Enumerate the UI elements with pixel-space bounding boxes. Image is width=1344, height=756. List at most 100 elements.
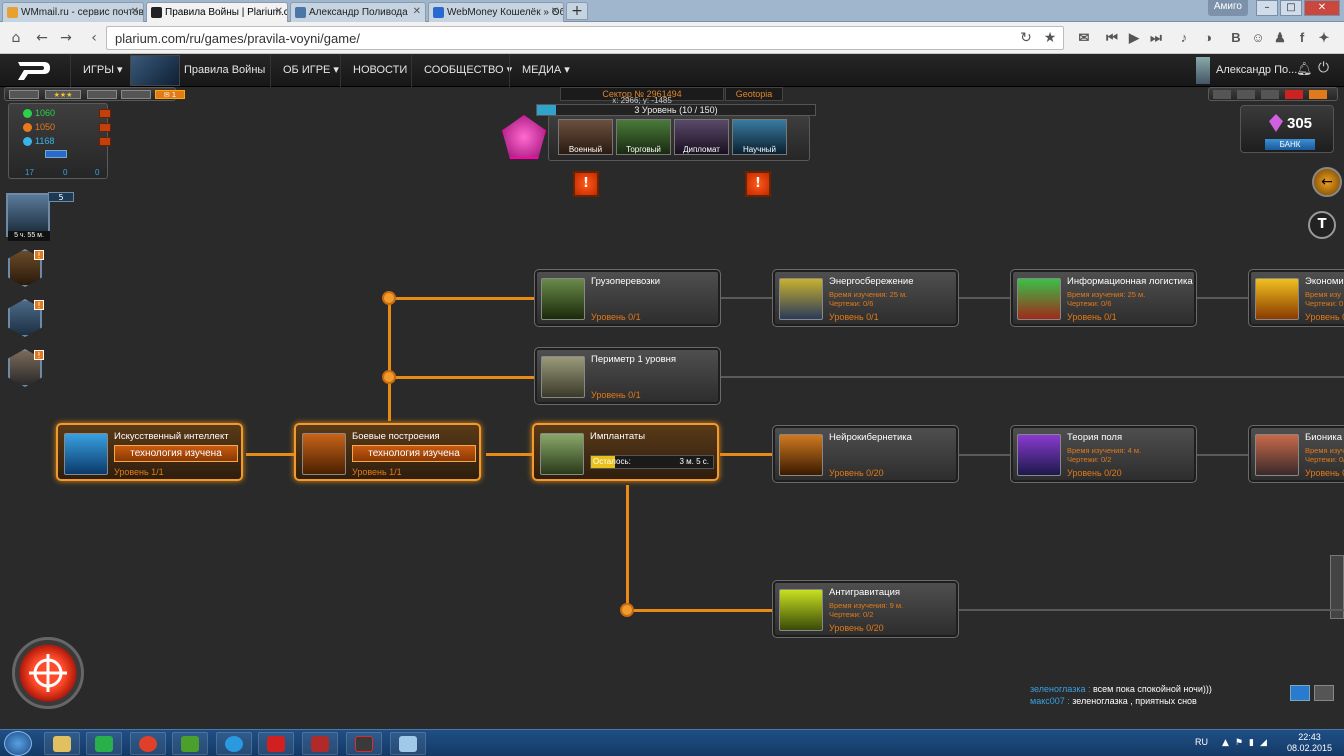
sidebar-item-tools[interactable] bbox=[8, 299, 42, 337]
fast-forward-icon[interactable]: ⏭ bbox=[1150, 30, 1162, 45]
address-bar[interactable]: plarium.com/ru/games/pravila-voyni/game/ bbox=[106, 26, 1064, 50]
tech-node-neurocybernetics[interactable]: Нейрокибернетика Уровень 0/20 bbox=[772, 425, 959, 483]
rating-stars-icon[interactable]: ★★★ bbox=[45, 90, 81, 99]
bookmark-star-icon[interactable]: ★ bbox=[1043, 30, 1057, 46]
mail-icon[interactable]: ✉ bbox=[1078, 30, 1090, 45]
buy-resource-2-button[interactable] bbox=[99, 123, 111, 132]
taskbar-app-a[interactable] bbox=[86, 732, 122, 755]
music-icon[interactable]: ♪ bbox=[1180, 30, 1188, 45]
maximize-icon[interactable]: □ bbox=[1280, 0, 1302, 16]
taskbar-game[interactable] bbox=[346, 732, 382, 755]
buy-resource-3-button[interactable] bbox=[99, 137, 111, 146]
tech-node-ai[interactable]: Искусственный интеллект технология изуче… bbox=[56, 423, 243, 481]
user-avatar[interactable] bbox=[1196, 57, 1210, 84]
taskbar-app-doc[interactable] bbox=[390, 732, 426, 755]
expand-resources-icon[interactable] bbox=[45, 150, 67, 158]
share-icon[interactable]: ‹ bbox=[91, 30, 97, 46]
trophy-tab[interactable] bbox=[87, 90, 117, 99]
messages-tab[interactable]: ✉ 1 bbox=[155, 90, 185, 99]
settings-icon[interactable] bbox=[1237, 90, 1255, 99]
new-tab-button[interactable]: + bbox=[566, 2, 588, 20]
tech-tree-toggle-icon[interactable]: T bbox=[1308, 211, 1336, 239]
close-window-icon[interactable]: ✕ bbox=[1304, 0, 1340, 16]
tab-plarium[interactable]: Правила Войны | Plarium.c✕ bbox=[146, 2, 288, 22]
advisor-diplomat[interactable] bbox=[674, 119, 729, 155]
language-indicator[interactable]: RU bbox=[1195, 737, 1208, 747]
rank-emblem-icon[interactable] bbox=[502, 115, 546, 159]
tech-node-antigravity[interactable]: Антигравитация Время изучения: 9 м. Черт… bbox=[772, 580, 959, 638]
back-icon[interactable]: ← bbox=[36, 30, 48, 46]
tech-node-combat-formations[interactable]: Боевые построения технология изучена Уро… bbox=[294, 423, 481, 481]
hero-avatar[interactable] bbox=[6, 193, 50, 237]
taskbar-app-z[interactable] bbox=[258, 732, 294, 755]
taskbar-app-bag[interactable] bbox=[302, 732, 338, 755]
alert-military-icon[interactable]: ! bbox=[573, 171, 599, 197]
bag-icon bbox=[311, 736, 329, 752]
folder-icon bbox=[53, 736, 71, 752]
tech-node-field-theory[interactable]: Теория поля Время изучения: 4 м. Чертежи… bbox=[1010, 425, 1197, 483]
tech-node-info-logistics[interactable]: Информационная логистика Время изучения:… bbox=[1010, 269, 1197, 327]
nav-games[interactable]: ИГРЫ ▾ bbox=[70, 54, 135, 87]
advisor-military[interactable] bbox=[558, 119, 613, 155]
close-tab-icon[interactable]: ✕ bbox=[274, 6, 283, 17]
chat-icon[interactable]: ◑ bbox=[1204, 30, 1212, 45]
tech-node-perimeter[interactable]: Периметр 1 уровня Уровень 0/1 bbox=[534, 347, 721, 405]
taskbar-utorrent[interactable] bbox=[172, 732, 208, 755]
tray-icons[interactable]: ▲⚑▮◢ bbox=[1222, 738, 1273, 748]
alert-science-icon[interactable]: ! bbox=[745, 171, 771, 197]
tech-node-bionics[interactable]: Бионика Время изуч Чертежи: 0/ Уровень 0… bbox=[1248, 425, 1344, 483]
taskbar-chrome[interactable] bbox=[130, 732, 166, 755]
sound-icon[interactable] bbox=[1309, 90, 1327, 99]
nav-about[interactable]: ОБ ИГРЕ ▾ bbox=[270, 54, 351, 87]
attack-target-button[interactable] bbox=[12, 637, 84, 709]
facebook-icon[interactable]: f bbox=[1299, 30, 1305, 45]
start-button-icon[interactable] bbox=[4, 731, 32, 756]
browser-profile[interactable]: Амиго bbox=[1207, 0, 1248, 16]
chat-users-icon[interactable] bbox=[1290, 685, 1310, 701]
flag-icon[interactable] bbox=[1285, 90, 1303, 99]
rewind-icon[interactable]: ⏮ bbox=[1106, 30, 1118, 45]
power-icon[interactable]: ⏻ bbox=[1318, 60, 1330, 76]
tech-node-implants[interactable]: Имплантаты Осталось: 3 м. 5 с. bbox=[532, 423, 719, 481]
tab-webmoney[interactable]: WebMoney Кошелёк » Обз✕ bbox=[428, 2, 564, 22]
advisor-science[interactable] bbox=[732, 119, 787, 155]
minimize-icon[interactable]: – bbox=[1256, 0, 1278, 16]
advisor-trade[interactable] bbox=[616, 119, 671, 155]
play-icon[interactable]: ▶ bbox=[1129, 30, 1139, 45]
inventory-tab[interactable] bbox=[9, 90, 39, 99]
close-tab-icon[interactable]: ✕ bbox=[412, 6, 421, 17]
tech-node-energy-saving[interactable]: Энергосбережение Время изучения: 25 м. Ч… bbox=[772, 269, 959, 327]
geotopia-tab[interactable]: Geotopia bbox=[725, 87, 783, 101]
tab-wmmail[interactable]: WMmail.ru - сервис почтов✕ bbox=[2, 2, 144, 22]
nav-community[interactable]: СООБЩЕСТВО ▾ bbox=[411, 54, 524, 87]
twitter-icon[interactable]: ✦ bbox=[1318, 30, 1330, 45]
back-arrow-icon[interactable]: ← bbox=[1312, 167, 1342, 197]
odnoklassniki-icon[interactable]: ☺ bbox=[1251, 30, 1265, 45]
username[interactable]: Александр По... bbox=[1216, 64, 1298, 76]
nav-game-title[interactable]: Правила Войны bbox=[184, 64, 266, 76]
vk-icon[interactable]: В bbox=[1231, 30, 1241, 45]
close-tab-icon[interactable]: ✕ bbox=[550, 6, 559, 17]
bank-button[interactable]: БАНК bbox=[1265, 139, 1315, 150]
nav-media[interactable]: МЕДИА ▾ bbox=[509, 54, 582, 87]
sector-label[interactable]: Сектор № 2961494 bbox=[560, 87, 724, 101]
forward-icon[interactable]: → bbox=[60, 30, 72, 46]
bell-icon[interactable]: 🔔︎ bbox=[1296, 62, 1313, 77]
ticket-tab[interactable] bbox=[121, 90, 151, 99]
close-tab-icon[interactable]: ✕ bbox=[130, 6, 139, 17]
taskbar-explorer[interactable] bbox=[44, 732, 80, 755]
tech-node-economy[interactable]: Экономи Время изу Чертежи: 0 Уровень 0/1 bbox=[1248, 269, 1344, 327]
people-icon[interactable]: ♟ bbox=[1274, 30, 1286, 45]
tech-node-cargo[interactable]: Грузоперевозки Уровень 0/1 bbox=[534, 269, 721, 327]
chat-settings-icon[interactable] bbox=[1314, 685, 1334, 701]
reload-icon[interactable]: ↻ bbox=[1020, 30, 1032, 46]
tab-vk[interactable]: Александр Поливода✕ bbox=[290, 2, 426, 22]
taskbar-skype[interactable] bbox=[216, 732, 252, 755]
window-icon[interactable] bbox=[1261, 90, 1279, 99]
nav-news[interactable]: НОВОСТИ bbox=[340, 54, 419, 87]
buy-resource-1-button[interactable] bbox=[99, 109, 111, 118]
fullscreen-icon[interactable] bbox=[1213, 90, 1231, 99]
home-icon[interactable]: ⌂ bbox=[11, 30, 21, 46]
